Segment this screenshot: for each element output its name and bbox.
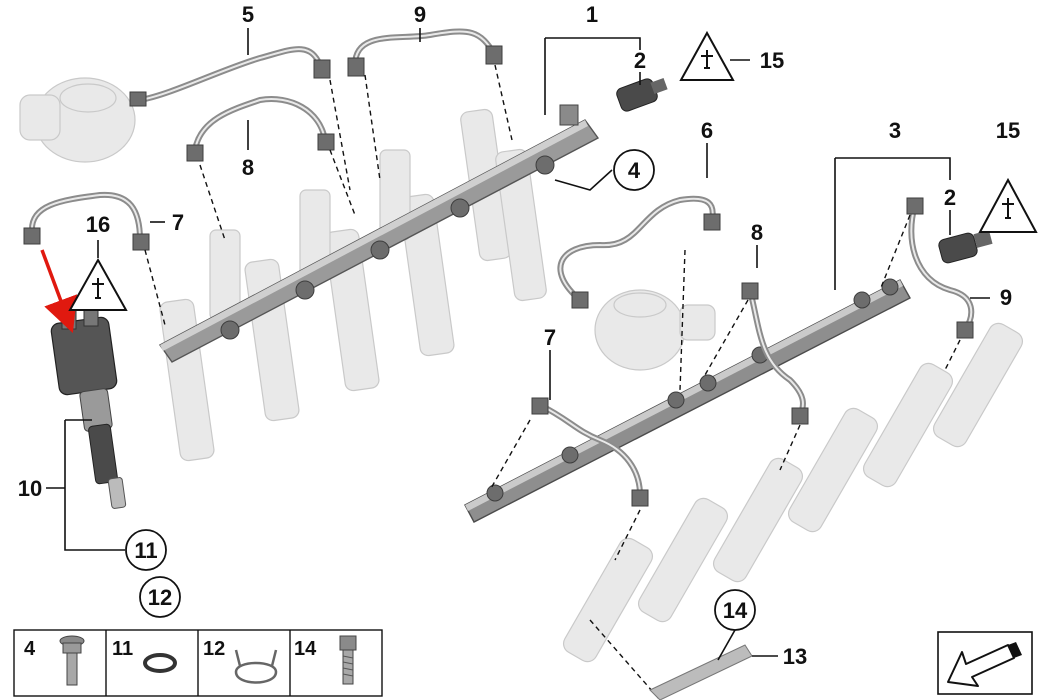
callout-labels: 5 9 1 2 15 8 4 16 7 10 11 12 6 3 15 2 8 … <box>18 2 1020 669</box>
callout-1: 1 <box>586 2 598 27</box>
highlight-arrow <box>40 249 78 334</box>
callout-9-right: 9 <box>1000 285 1012 310</box>
warning-triangle-left <box>68 257 128 311</box>
clip-icon <box>234 649 278 684</box>
callout-circle-14 <box>714 589 756 631</box>
callout-10: 10 <box>18 476 42 501</box>
bolt-icon <box>59 635 85 686</box>
fuel-rail-top <box>158 104 600 363</box>
callout-2-right: 2 <box>944 185 956 210</box>
callout-circle-11 <box>125 529 167 571</box>
callout-15-right: 15 <box>996 118 1020 143</box>
callout-16: 16 <box>86 212 110 237</box>
callout-6: 6 <box>701 118 713 143</box>
high-pressure-pump-right <box>594 289 716 371</box>
high-pressure-pump-top <box>19 77 136 163</box>
callout-5: 5 <box>242 2 254 27</box>
legend-cell-4: 4 <box>24 635 85 686</box>
small-parts-legend: 4 11 12 14 <box>13 629 383 697</box>
warning-triangle-top <box>679 30 735 81</box>
callout-15-top: 15 <box>760 48 784 73</box>
callout-9-top: 9 <box>414 2 426 27</box>
leader-lines <box>46 28 990 661</box>
fuel-rail-right <box>464 278 911 523</box>
callout-14-circle: 14 <box>723 598 748 623</box>
seal-ring-icon <box>143 653 177 673</box>
pipes-right <box>531 195 975 507</box>
bracket-13 <box>649 644 753 700</box>
pipes-top <box>23 28 503 251</box>
legend-cell-14: 14 <box>294 635 357 685</box>
callout-11-circle: 11 <box>134 538 157 563</box>
legend-label-11: 11 <box>112 638 133 660</box>
warning-triangle-right <box>978 177 1038 233</box>
ghost-injectors-right <box>562 322 1024 663</box>
left-rail-assembly <box>19 28 668 462</box>
callout-4-circle: 4 <box>628 158 641 183</box>
callout-13: 13 <box>783 644 807 669</box>
callout-3: 3 <box>889 118 901 143</box>
callout-7-left: 7 <box>172 210 184 235</box>
next-page-button[interactable] <box>937 631 1033 695</box>
screw-icon <box>339 635 357 685</box>
next-page-arrow-icon <box>947 642 1022 687</box>
callout-8-right: 8 <box>751 220 763 245</box>
callout-8-top: 8 <box>242 155 254 180</box>
legend-label-12: 12 <box>203 638 225 660</box>
right-rail-assembly <box>464 195 1024 700</box>
callout-circle-12 <box>139 576 181 618</box>
legend-label-14: 14 <box>294 638 317 660</box>
pressure-sensor-top <box>616 77 668 112</box>
legend-cell-11: 11 <box>112 638 177 673</box>
pressure-sensor-right <box>938 230 993 264</box>
callout-2-top: 2 <box>634 48 646 73</box>
ghost-injectors-left <box>159 108 547 462</box>
callout-circle-4 <box>613 149 655 191</box>
legend-label-4: 4 <box>24 638 36 660</box>
injector-assembly-10 <box>50 301 127 509</box>
callout-12-circle: 12 <box>148 585 172 610</box>
callout-7-right: 7 <box>544 325 556 350</box>
legend-cell-12: 12 <box>203 638 278 684</box>
